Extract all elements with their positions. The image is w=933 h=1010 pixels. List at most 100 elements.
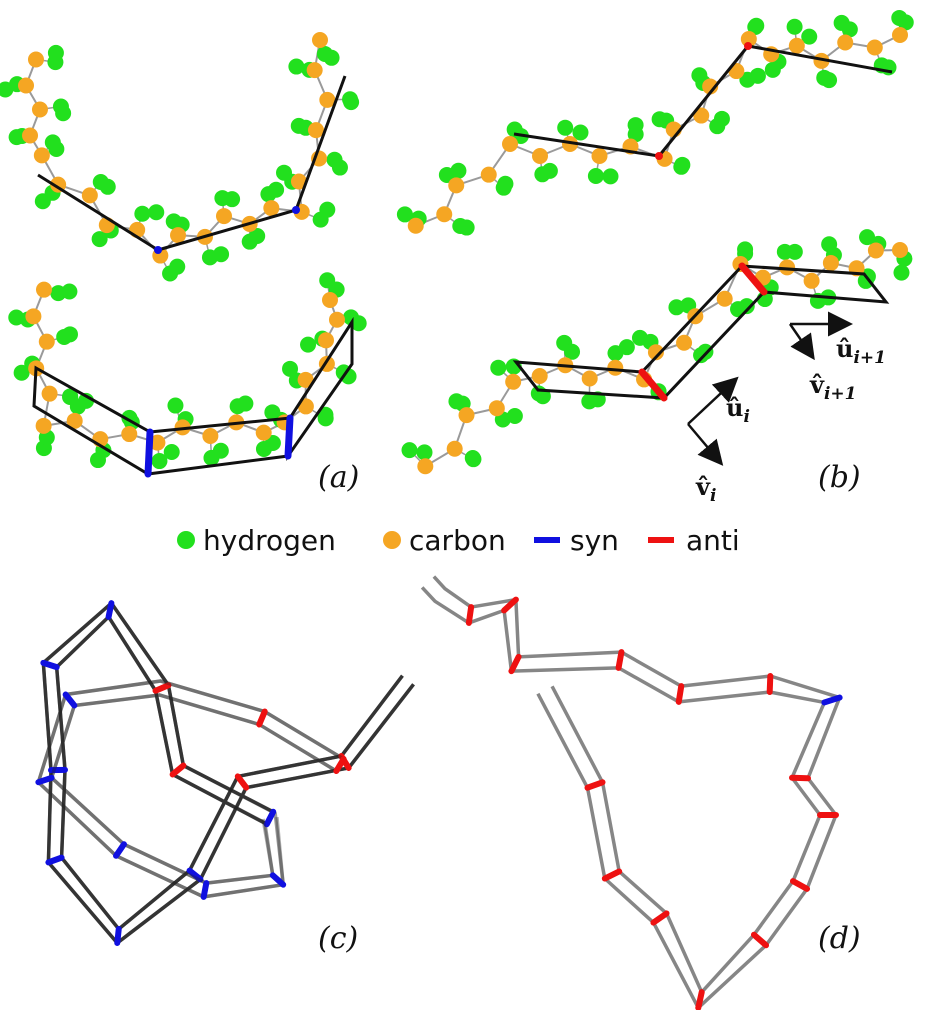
anti-vertex	[744, 42, 752, 50]
carbon-atom	[319, 91, 336, 108]
hydrogen-atom	[713, 110, 730, 127]
carbon-atom	[290, 173, 307, 190]
carbon-atom	[867, 242, 884, 259]
carbon-atom	[35, 281, 52, 298]
syn-hinge	[144, 428, 154, 478]
hydrogen-atom	[897, 14, 914, 31]
panel-d-chain	[420, 575, 843, 1010]
backbone-line	[37, 75, 347, 252]
carbon-atom	[788, 37, 805, 54]
hydrogen-atom	[618, 339, 635, 356]
syn-hinge	[821, 694, 843, 706]
hydrogen-atom	[821, 72, 838, 89]
carbon-atom	[488, 400, 505, 417]
syn-hinge	[45, 854, 65, 866]
carbon-atom	[458, 407, 475, 424]
hydrogen-atom	[151, 453, 168, 470]
hydrogen-atom	[264, 435, 281, 452]
chain-edge	[41, 601, 415, 945]
carbon-atom	[255, 424, 272, 441]
hydrogen-atom	[350, 315, 367, 332]
hydrogen-atom	[450, 162, 467, 179]
carbon-atom	[312, 32, 328, 48]
anti-hinge	[650, 910, 670, 926]
anti-hinge	[601, 868, 623, 882]
syn-hinge	[200, 880, 210, 900]
hydrogen-atom	[249, 228, 266, 245]
hydrogen-atom	[506, 408, 523, 425]
hydrogen-atom	[396, 206, 413, 223]
carbon-atom	[581, 370, 598, 387]
hydrogen-atom	[237, 395, 254, 412]
hydrogen-atom	[564, 343, 581, 360]
hydrogen-atom	[213, 246, 230, 263]
hydrogen-atom	[13, 364, 30, 381]
carbon-atom	[41, 385, 58, 402]
carbon-atom	[716, 290, 733, 307]
carbon-atom	[318, 332, 335, 349]
carbon-atom	[866, 39, 883, 56]
hydrogen-atom	[163, 443, 180, 460]
hydrogen-atom	[331, 159, 348, 176]
carbon-atom	[35, 417, 52, 434]
carbon-atom	[308, 122, 325, 139]
syn-hinge	[114, 926, 122, 946]
legend-hydrogen-marker	[177, 531, 195, 549]
hydrogen-atom	[602, 168, 619, 185]
carbon-atom	[27, 51, 44, 68]
anti-hinge	[256, 708, 268, 728]
hydrogen-atom	[841, 21, 858, 38]
hydrogen-atom	[61, 326, 78, 343]
carbon-atom	[297, 398, 314, 415]
panel-d-label: (d)	[818, 921, 861, 956]
carbon-atom	[328, 311, 345, 328]
syn-hinge	[269, 872, 287, 888]
hydrogen-atom	[61, 283, 78, 300]
carbon-atom	[813, 52, 830, 69]
carbon-atom	[149, 434, 166, 451]
syn-vertex	[292, 206, 300, 214]
hydrogen-atom	[268, 181, 285, 198]
panel-a-label: (a)	[318, 460, 359, 495]
carbon-atom	[892, 242, 908, 258]
hydrogen-atom	[668, 299, 685, 316]
carbon-atom	[417, 458, 434, 475]
hydrogen-atom	[557, 119, 574, 136]
carbon-atom	[607, 359, 624, 376]
legend-carbon-label: carbon	[409, 524, 506, 557]
hydrogen-atom	[317, 406, 334, 423]
hydrogen-atom	[48, 141, 65, 158]
hydrogen-atom	[288, 58, 305, 75]
hydrogen-atom	[801, 28, 818, 45]
u-i-label: ûi	[726, 393, 750, 427]
hydrogen-atom	[859, 268, 876, 285]
hydrogen-atom	[541, 162, 558, 179]
legend-anti-label: anti	[686, 524, 740, 557]
unit-vectors: ûi v̂i ûi+1 v̂i+1	[687, 311, 886, 506]
syn-hinge	[40, 659, 60, 671]
hydrogen-atom	[497, 175, 514, 192]
anti-hinge	[152, 682, 172, 694]
carbon-atom	[170, 227, 187, 244]
syn-hinge	[62, 691, 78, 709]
carbon-atom	[448, 177, 465, 194]
carbon-atom	[676, 334, 693, 351]
panel-b-label: (b)	[818, 460, 861, 495]
carbon-atom	[306, 62, 323, 79]
syn-vertex	[154, 246, 162, 254]
hydrogen-atom	[458, 219, 475, 236]
carbon-atom	[33, 147, 50, 164]
panel-a-molecule	[0, 32, 367, 478]
syn-hinge	[284, 414, 294, 460]
hydrogen-atom	[134, 205, 151, 222]
anti-hinge	[508, 653, 522, 675]
anti-vertex	[655, 152, 663, 160]
panel-b-molecule	[396, 9, 914, 475]
legend: hydrogen carbon syn anti	[177, 524, 740, 557]
anti-hinge	[675, 683, 685, 705]
hydrogen-atom	[91, 231, 108, 248]
anti-hinge	[738, 262, 768, 296]
carbon-atom	[25, 308, 42, 325]
hydrogen-atom	[674, 156, 691, 173]
panel-c-chain	[35, 600, 415, 946]
